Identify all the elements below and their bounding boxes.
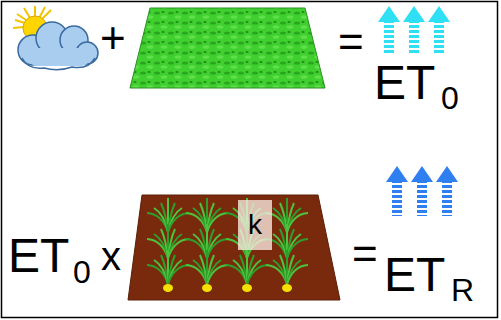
leaf [168,265,189,284]
leaf [247,265,268,284]
arrow-shaft [434,22,444,54]
arrow-shaft [442,182,452,216]
seed [202,284,212,292]
arrow-shaft [392,182,402,216]
leaf [161,203,168,232]
cloud [18,22,98,70]
symbol: ET [384,251,445,299]
leaf [207,239,228,258]
frame [2,2,498,318]
equals-sign: = [352,232,378,276]
arrow-head [378,6,400,22]
leaf [280,203,287,232]
symbol: ET [374,59,435,107]
arrow-shaft [409,22,419,54]
coefficient-box: k [238,200,272,250]
crop-field [128,195,340,300]
coefficient-label: k [248,211,262,239]
arrow-head [428,6,450,22]
leaf [168,213,189,232]
evaporation-arrows [378,6,450,54]
leaf [287,213,308,232]
arrow-head [436,166,458,182]
seed [282,284,292,292]
plus-sign: + [100,16,126,60]
arrow-head [403,6,425,22]
leaf [287,239,308,258]
leaf [207,265,228,284]
leaf [161,229,168,258]
crop-plants [147,198,308,292]
leaf [207,213,228,232]
times-sign: x [101,236,121,276]
evapotranspiration-arrows [386,166,458,216]
equals-sign: = [338,20,364,64]
arrow-head [411,166,433,182]
subscript: 0 [73,256,91,288]
leaf [168,239,189,258]
leaf [200,203,207,232]
subscript: 0 [441,82,459,114]
seed [163,284,173,292]
arrow-shaft [417,182,427,216]
leaf [161,255,168,284]
arrow-shaft [384,22,394,54]
leaf [200,229,207,258]
leaf [280,255,287,284]
symbol: ET [8,232,69,280]
arrow-head [386,166,408,182]
leaf [280,229,287,258]
subscript: R [451,274,474,306]
seed [242,284,252,292]
leaf [240,255,247,284]
leaf [200,255,207,284]
grass-field [130,8,325,88]
leaf [287,265,308,284]
